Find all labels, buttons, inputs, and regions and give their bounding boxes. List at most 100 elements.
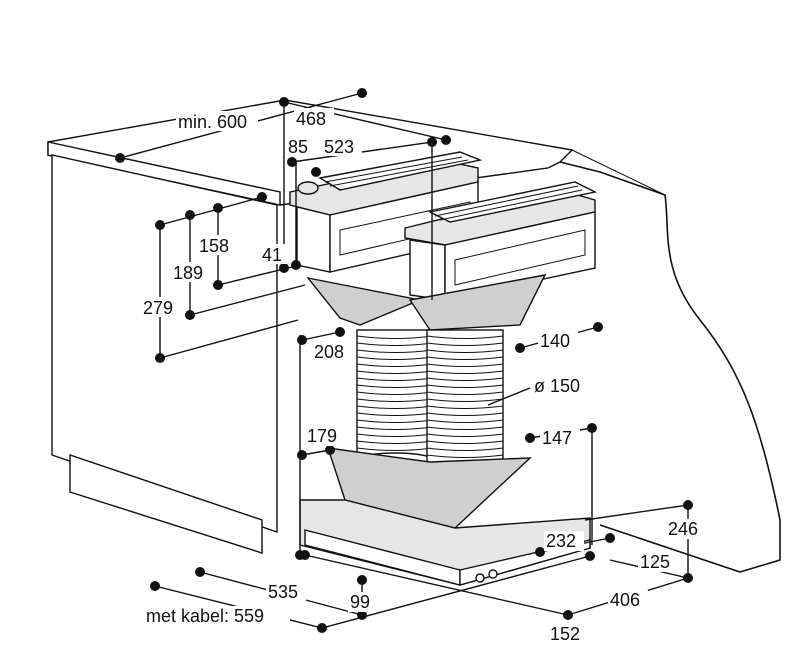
dimension-dot	[357, 575, 367, 585]
label-140: 140	[540, 331, 570, 351]
motor-unit	[299, 447, 591, 586]
dimension-dot	[297, 450, 307, 460]
duct-rib	[426, 433, 504, 437]
dimension-dot	[593, 322, 603, 332]
duct-rib	[426, 342, 504, 346]
dimension-dot	[585, 551, 595, 561]
right-extractor-unit	[404, 181, 598, 301]
label-232: 232	[546, 531, 576, 551]
dimension-dot	[155, 220, 165, 230]
dimension-dot	[311, 167, 321, 177]
label-99: 99	[350, 592, 370, 612]
dimension-dot	[185, 310, 195, 320]
label-559: met kabel: 559	[146, 606, 264, 626]
duct-rib	[426, 391, 504, 395]
dimension-labels: min. 600 468 85 523 158 189 41 279 208 1…	[141, 108, 706, 644]
dimension-dot	[155, 353, 165, 363]
duct-rib	[426, 349, 504, 353]
dimension-dot	[291, 260, 301, 270]
label-279: 279	[143, 298, 173, 318]
dimension-dot	[317, 623, 327, 633]
label-152: 152	[550, 624, 580, 644]
duct-rib	[426, 370, 504, 374]
label-125: 125	[640, 552, 670, 572]
duct-rib	[356, 384, 434, 388]
dimension-dot	[335, 327, 345, 337]
dimension-dot	[213, 203, 223, 213]
dimension-dot	[279, 263, 289, 273]
dimension-dot	[257, 192, 267, 202]
dimension-dot	[515, 343, 525, 353]
duct-rib	[426, 419, 504, 423]
label-150: ø 150	[534, 376, 580, 396]
dimension-dot	[115, 153, 125, 163]
duct-rib	[426, 377, 504, 381]
dimension-dot	[427, 137, 437, 147]
label-41: 41	[262, 245, 282, 265]
dimension-dot	[325, 445, 335, 455]
duct-rib	[426, 398, 504, 402]
duct-rib	[426, 454, 504, 458]
label-208: 208	[314, 342, 344, 362]
duct-rib	[356, 391, 434, 395]
label-406: 406	[610, 590, 640, 610]
duct-rib	[426, 412, 504, 416]
duct-rib	[426, 405, 504, 409]
dimension-dot	[605, 533, 615, 543]
duct-rib	[426, 356, 504, 360]
duct-rib	[356, 426, 434, 430]
duct-rib	[356, 356, 434, 360]
duct-rib	[356, 335, 434, 339]
dimension-dot	[357, 610, 367, 620]
dimension-dot	[295, 550, 305, 560]
left-extractor-unit	[289, 151, 483, 273]
duct-rib	[426, 440, 504, 444]
dimension-dot	[279, 97, 289, 107]
dimension-dot	[297, 335, 307, 345]
dimension-dot	[441, 135, 451, 145]
duct-rib	[356, 398, 434, 402]
label-523: 523	[324, 137, 354, 157]
duct-rib	[426, 363, 504, 367]
dimension-dot	[287, 157, 297, 167]
dimension-dots	[115, 88, 693, 633]
duct-rib	[426, 426, 504, 430]
dimension-dot	[525, 433, 535, 443]
dimension-dot	[185, 210, 195, 220]
duct-rib	[356, 412, 434, 416]
dimension-dot	[213, 280, 223, 290]
label-147: 147	[542, 428, 572, 448]
funnels	[306, 274, 547, 331]
dimension-dot	[587, 423, 597, 433]
dimension-dot	[535, 547, 545, 557]
duct-rib	[356, 447, 434, 451]
label-535: 535	[268, 582, 298, 602]
duct-rib	[356, 342, 434, 346]
duct-rib	[356, 377, 434, 381]
label-179: 179	[307, 426, 337, 446]
duct-rib	[356, 419, 434, 423]
duct-rib	[356, 349, 434, 353]
dimension-dot	[150, 581, 160, 591]
duct-rib	[356, 440, 434, 444]
dimension-dot	[683, 500, 693, 510]
duct-rib	[356, 370, 434, 374]
duct-rib	[356, 405, 434, 409]
duct-rib	[426, 447, 504, 451]
label-158: 158	[199, 236, 229, 256]
duct-rib	[356, 433, 434, 437]
label-468: 468	[296, 109, 326, 129]
dimension-dot	[563, 610, 573, 620]
label-min600: min. 600	[178, 112, 247, 132]
duct-rib	[356, 363, 434, 367]
label-85: 85	[288, 137, 308, 157]
dimension-dot	[683, 573, 693, 583]
duct-rib	[426, 335, 504, 339]
duct-rib	[426, 384, 504, 388]
dimension-dot	[357, 88, 367, 98]
label-246: 246	[668, 519, 698, 539]
dimension-dot	[195, 567, 205, 577]
label-189: 189	[173, 263, 203, 283]
